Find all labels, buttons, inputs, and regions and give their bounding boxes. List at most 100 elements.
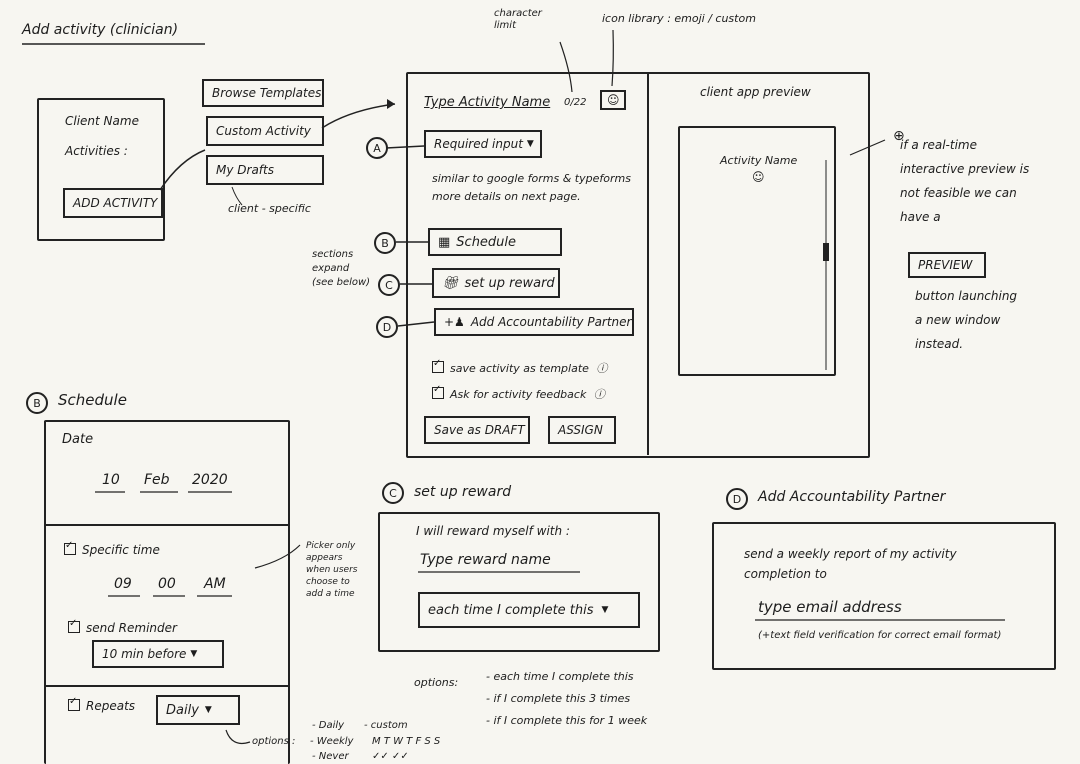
- client-panel: Client Name Activities : ADD ACTIVITY: [37, 98, 165, 241]
- page-title: Add activity (clinician): [22, 22, 179, 38]
- picker-note: Picker only appears when users choose to…: [306, 541, 358, 599]
- partner-section-button[interactable]: +♟ Add Accountability Partner: [434, 308, 634, 336]
- add-person-icon: +♟: [444, 315, 465, 329]
- option-daily: - Daily: [312, 720, 345, 731]
- repeats-options-label: options :: [252, 736, 296, 747]
- partner-marker: D: [726, 488, 748, 510]
- emoji-icon: ☺: [607, 93, 620, 107]
- reward-condition-dropdown[interactable]: each time I complete this ▼: [418, 592, 640, 628]
- reward-option-1: - each time I complete this: [486, 670, 634, 683]
- chevron-down-icon: ▼: [601, 605, 609, 615]
- chevron-down-icon: ▼: [526, 139, 534, 149]
- reward-heading: set up reward: [414, 484, 512, 500]
- partner-label: Add Accountability Partner: [470, 315, 632, 329]
- reward-option-2: - if I complete this 3 times: [486, 692, 631, 705]
- save-template-checkbox[interactable]: save activity as template ⓘ: [432, 358, 608, 376]
- schedule-heading: Schedule: [58, 391, 127, 409]
- preview-note-1: if a real-time interactive preview is no…: [900, 138, 1030, 224]
- icon-library-note: icon library : emoji / custom: [602, 12, 756, 25]
- similar-note: similar to google forms & typeforms: [432, 172, 631, 185]
- option-never: - Never: [312, 751, 349, 762]
- activity-name-input[interactable]: Type Activity Name: [424, 95, 551, 110]
- phone-preview: Activity Name ☺: [678, 126, 836, 376]
- required-input-label: Required input: [434, 137, 523, 151]
- preview-button[interactable]: PREVIEW: [908, 252, 986, 278]
- specific-time-checkbox[interactable]: Specific time: [64, 540, 160, 557]
- chevron-down-icon: ▼: [204, 705, 212, 715]
- email-input[interactable]: type email address: [758, 598, 902, 616]
- send-reminder-label: send Reminder: [86, 621, 177, 635]
- option-weekly: - Weekly: [310, 736, 354, 747]
- ask-feedback-label: Ask for activity feedback: [450, 388, 587, 401]
- checkbox-icon: [68, 618, 80, 633]
- reward-intro: I will reward myself with :: [416, 524, 570, 538]
- repeats-value: Daily: [166, 702, 199, 718]
- checkbox-icon: [432, 384, 444, 399]
- marker-d: D: [376, 316, 398, 338]
- icon-picker-button[interactable]: ☺: [600, 90, 626, 110]
- reminder-value: 10 min before: [102, 647, 187, 661]
- calendar-icon: ▦: [438, 234, 451, 250]
- schedule-panel: Date 10 Feb 2020 Specific time 09 00 AM …: [44, 420, 290, 764]
- note-marker-icon: ⊕: [893, 128, 905, 144]
- info-icon[interactable]: ⓘ: [593, 388, 605, 401]
- schedule-label: Schedule: [456, 234, 517, 250]
- year-field[interactable]: 2020: [192, 472, 228, 488]
- reward-marker: C: [382, 482, 404, 504]
- reward-option-3: - if I complete this for 1 week: [486, 714, 648, 727]
- info-icon[interactable]: ⓘ: [596, 362, 608, 375]
- send-reminder-checkbox[interactable]: send Reminder: [68, 618, 177, 635]
- repeats-label: Repeats: [86, 699, 136, 713]
- preview-header: client app preview: [700, 85, 811, 99]
- reward-section-button[interactable]: 🎁︎ set up reward: [432, 268, 560, 298]
- char-count: 0/22: [564, 97, 587, 108]
- reward-panel: I will reward myself with : Type reward …: [378, 512, 660, 652]
- option-custom: - custom: [364, 720, 408, 731]
- partner-heading: Add Accountability Partner: [758, 489, 946, 505]
- partner-text: send a weekly report of my activity comp…: [744, 547, 957, 581]
- activities-label: Activities :: [65, 144, 128, 158]
- schedule-section-button[interactable]: ▦ Schedule: [428, 228, 562, 256]
- marker-b: B: [374, 232, 396, 254]
- minute-field[interactable]: 00: [158, 576, 176, 592]
- browse-templates-button[interactable]: Browse Templates: [202, 79, 324, 107]
- ask-feedback-checkbox[interactable]: Ask for activity feedback ⓘ: [432, 384, 605, 402]
- chevron-down-icon: ▼: [190, 649, 198, 659]
- specific-time-label: Specific time: [82, 543, 160, 557]
- weekday-checks: ✓✓ ✓✓: [372, 751, 409, 762]
- marker-c: C: [378, 274, 400, 296]
- sections-expand-note: sections expand (see below): [312, 249, 371, 288]
- reminder-dropdown[interactable]: 10 min before ▼: [92, 640, 224, 668]
- marker-a: A: [366, 137, 388, 159]
- hour-field[interactable]: 09: [114, 576, 132, 592]
- save-draft-button[interactable]: Save as DRAFT: [424, 416, 530, 444]
- char-limit-note: character limit: [494, 8, 542, 31]
- required-input-dropdown[interactable]: Required input ▼: [424, 130, 542, 158]
- assign-button[interactable]: ASSIGN: [548, 416, 616, 444]
- add-activity-button[interactable]: ADD ACTIVITY: [63, 188, 163, 218]
- checkbox-icon: [64, 540, 76, 555]
- reward-name-input[interactable]: Type reward name: [420, 552, 551, 568]
- schedule-marker: B: [26, 392, 48, 414]
- emoji-icon: ☺: [752, 170, 765, 184]
- preview-activity-name: Activity Name: [720, 154, 798, 167]
- checkbox-icon: [68, 696, 80, 711]
- preview-note-2: button launching a new window instead.: [915, 289, 1018, 351]
- month-field[interactable]: Feb: [144, 472, 170, 488]
- ampm-field[interactable]: AM: [204, 576, 226, 592]
- repeats-checkbox[interactable]: Repeats: [68, 696, 136, 713]
- custom-activity-button[interactable]: Custom Activity: [206, 116, 324, 146]
- gift-icon: 🎁︎: [442, 275, 459, 291]
- reward-label: set up reward: [464, 275, 555, 291]
- weekday-letters: M T W T F S S: [372, 736, 441, 747]
- repeats-dropdown[interactable]: Daily ▼: [156, 695, 240, 725]
- email-validation-note: (+text field verification for correct em…: [758, 630, 1002, 641]
- date-label: Date: [62, 432, 94, 447]
- day-field[interactable]: 10: [102, 472, 120, 488]
- more-details-note: more details on next page.: [432, 190, 581, 203]
- partner-panel: send a weekly report of my activity comp…: [712, 522, 1056, 670]
- checkbox-icon: [432, 358, 444, 373]
- my-drafts-button[interactable]: My Drafts: [206, 155, 324, 185]
- drafts-note: client - specific: [228, 202, 311, 215]
- client-name-label: Client Name: [65, 114, 139, 128]
